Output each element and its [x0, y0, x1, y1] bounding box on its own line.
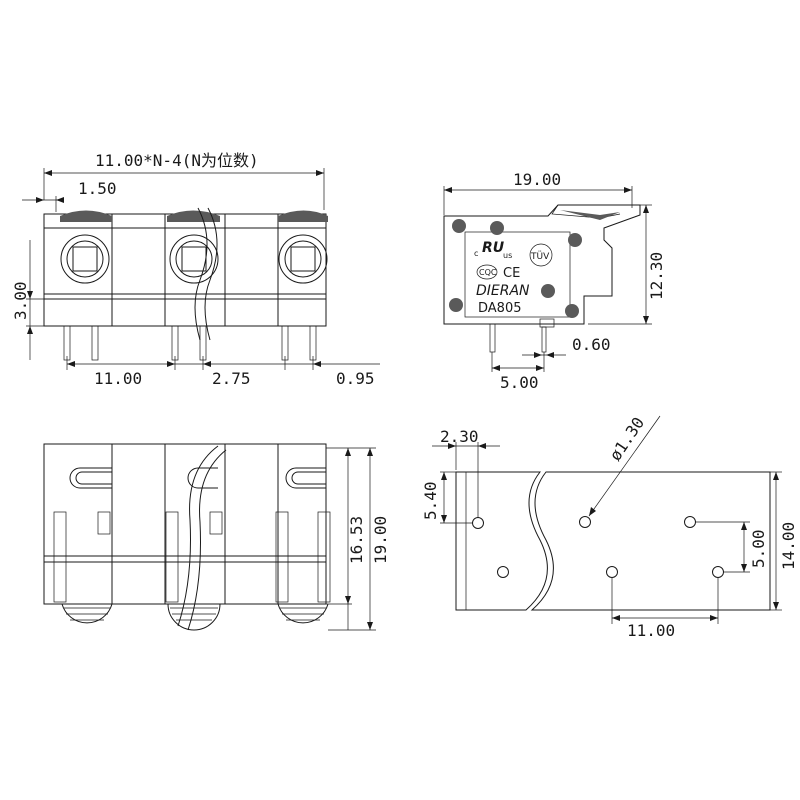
pcb-dim-row-offset: 5.40 — [421, 481, 440, 520]
ul-c-mark: c — [474, 249, 478, 258]
front-dim-pitch: 11.00 — [94, 369, 142, 388]
front-dim-offset: 1.50 — [78, 179, 117, 198]
top-view: 16.53 19.00 — [43, 443, 390, 631]
brand-label: DIERAN — [476, 283, 530, 299]
side-dim-height: 12.30 — [647, 252, 666, 300]
side-view: 19.00 c RU us TÜV CQC CE DIERAN DA805 — [443, 170, 666, 392]
top-dim-total-height: 19.00 — [371, 516, 390, 564]
side-dim-pin: 0.60 — [572, 335, 611, 354]
ce-mark: CE — [503, 266, 520, 281]
pcb-dim-width: 14.00 — [779, 522, 798, 570]
pcb-dim-hole-dia: ø1.30 — [606, 414, 649, 465]
top-dim-inner-height: 16.53 — [347, 516, 366, 564]
pcb-dim-edge: 2.30 — [440, 427, 479, 446]
front-view: 11.00*N-4(N为位数) 1.50 — [11, 151, 380, 388]
pcb-view: 2.30 5.40 ø1.30 5.00 14.00 11.00 — [421, 414, 798, 640]
model-label: DA805 — [478, 301, 522, 316]
ccc-mark: CQC — [479, 268, 497, 277]
tuv-mark: TÜV — [530, 251, 550, 262]
front-dim-height: 3.00 — [11, 281, 30, 320]
front-dim-pin-width: 0.95 — [336, 369, 375, 388]
ul-logo: RU — [482, 240, 505, 256]
front-pitch-formula: 11.00*N-4(N为位数) — [95, 151, 259, 170]
ul-us-mark: us — [503, 251, 512, 260]
pcb-dim-row-spacing: 5.00 — [749, 529, 768, 568]
side-dim-width: 19.00 — [513, 170, 561, 189]
front-dim-pin-spacing: 2.75 — [212, 369, 251, 388]
side-dim-pin-offset: 5.00 — [500, 373, 539, 392]
pcb-dim-pitch: 11.00 — [627, 621, 675, 640]
